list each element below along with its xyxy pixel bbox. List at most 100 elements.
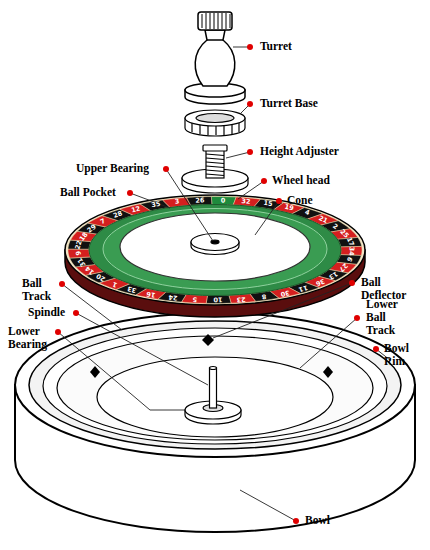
height-adjuster [206,158,224,160]
pocket-number: 19 [283,204,293,213]
turret-base [191,123,192,132]
bowl [15,313,415,457]
pocket-number: 8 [261,292,266,300]
leader-dot [349,280,355,286]
ball-pocket [340,246,362,255]
spindle [210,367,217,409]
leader-dot [127,190,133,196]
height-adjuster [206,174,224,176]
pocket-number: 35 [151,201,161,209]
pocket-area [89,205,341,296]
leader-line [58,47,390,521]
height-adjuster [206,150,224,178]
leader-dot [261,178,267,184]
pocket-number: 23 [237,295,247,303]
leader-dot [247,149,253,155]
turret-base [231,125,232,134]
turret [210,13,211,29]
part-label: Wheel head [272,174,330,187]
lower-ball-track [57,336,373,440]
part-label: Lower Bearing [8,325,58,351]
ball-pocket [68,249,90,258]
height-adjuster [182,145,248,193]
height-adjuster [206,162,224,164]
pocket-number: 26 [195,197,204,204]
leader-dot [59,281,65,287]
turret-base [238,123,239,132]
turret [195,30,235,86]
turret-base [215,126,216,135]
leader-dot [73,310,79,316]
pocket-number: 29 [86,223,97,234]
leader-line [240,490,296,521]
pocket-number: 3 [175,199,180,206]
height-adjuster [206,170,224,172]
wheel-head [65,195,365,305]
pocket-number: 2 [331,222,339,230]
turret [222,13,223,29]
leader-line [76,313,208,385]
turret [226,13,227,29]
leader-dot [247,101,253,107]
part-label: Spindle [28,306,65,319]
leader-line [58,332,186,410]
ball-pocket [211,197,236,205]
ball-deflector [90,366,100,378]
upper-bearing [191,234,239,251]
turret [202,14,203,28]
leader-line [62,284,122,330]
lower-ball-track [57,336,373,440]
cone [120,213,310,281]
leader-dot [247,44,253,50]
upper-bearing [211,240,219,244]
turret-base [185,110,245,126]
pocket-number: 10 [214,296,223,303]
part-label: Bowl Rim [384,342,426,368]
turret-base [199,125,200,134]
height-adjuster [203,145,227,151]
turret [214,13,215,29]
pocket-number: 20 [95,272,106,283]
turret [218,13,219,29]
leader-line [166,169,213,241]
leader-dot [55,329,61,335]
ball-track [43,328,387,444]
pocket-number: 6 [345,256,353,263]
turret-base [223,126,224,135]
ball-pocket [206,295,231,303]
pocket-number: 1 [111,280,118,288]
pocket-number: 32 [241,198,251,206]
pocket-number: 14 [84,264,95,275]
leader-line [226,152,250,158]
turret [206,13,207,29]
part-label: Height Adjuster [260,145,339,158]
leader-line [300,318,357,368]
turret-base [185,110,245,136]
leader-line [255,201,279,235]
pocket-number: 36 [314,277,325,287]
pocket-number: 30 [279,288,289,297]
leader-dot [373,346,379,352]
upper-bearing [191,234,239,255]
part-label: Ball Track [22,277,60,303]
pocket-number: 11 [298,283,309,292]
leader-line [238,181,264,199]
leader-dot [163,166,169,172]
pocket-area [89,205,341,296]
leader-dot [354,315,360,321]
part-label: Turret Base [260,97,318,110]
pocket-number: 15 [263,200,273,208]
pocket-number: 24 [168,293,178,301]
leader-dot [55,44,379,524]
turret [207,39,223,41]
pocket-number: 33 [127,285,138,294]
ball-pocket [187,197,212,206]
turret-base [207,126,208,135]
part-label: Lower Ball Track [366,298,410,337]
ball-pocket [68,197,362,304]
part-label: Ball Pocket [60,186,116,199]
pocket-number: 12 [131,205,142,214]
ball-deflector [323,366,333,378]
turret [230,14,231,28]
